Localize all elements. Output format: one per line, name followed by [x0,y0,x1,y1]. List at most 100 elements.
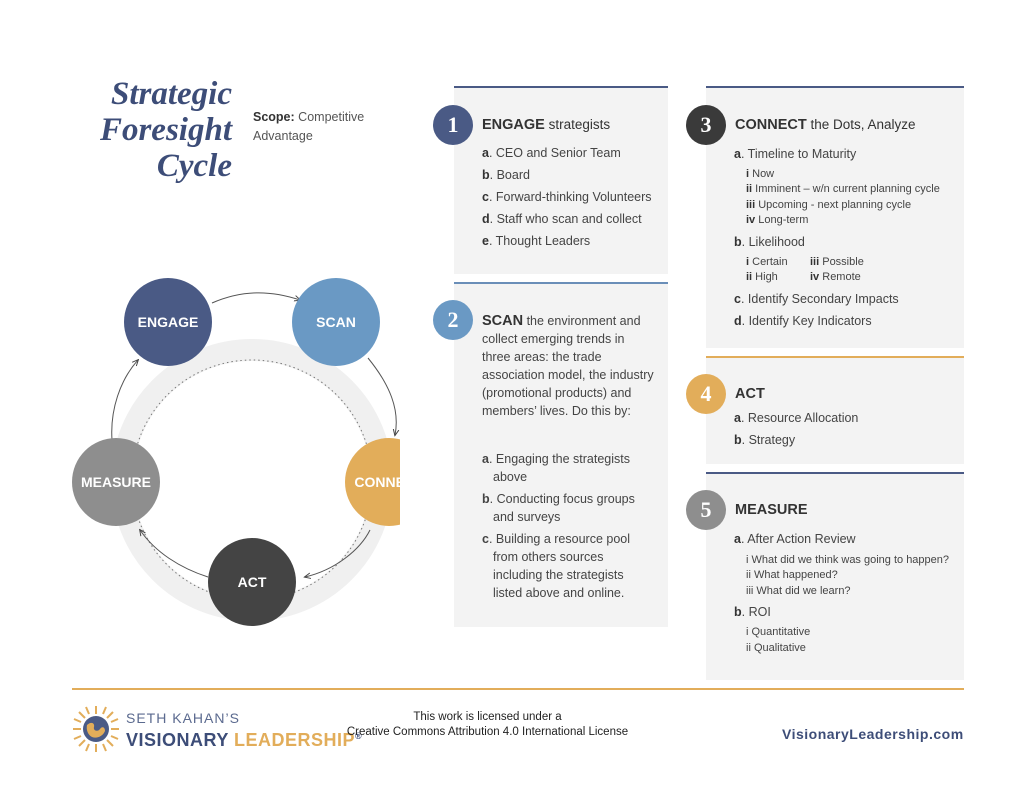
license-line-2[interactable]: Creative Commons Attribution 4.0 Interna… [346,726,629,738]
step-3-item-c: c. Identify Secondary Impacts [734,290,899,308]
logo-leadership: LEADERSHIP [234,730,356,750]
panel-engage [454,86,668,274]
panel-measure [706,472,964,680]
item-text: . Conducting focus groups and surveys [489,492,635,524]
step-1-heading-bold: ENGAGE [482,117,545,133]
item-letter: b [734,433,742,447]
item-text: . Resource Allocation [740,411,859,425]
panel-scan [454,282,668,627]
website-link[interactable]: VisionaryLeadership.com [782,726,964,742]
arrow-measure-engage [111,360,138,441]
step-2-heading: SCAN the environment and collect emergin… [482,312,654,420]
step-4-heading: ACT [735,386,765,402]
item-text: . CEO and Senior Team [488,146,621,160]
step-3-b-sub-1: i Certain [746,254,788,270]
connect-label: CONNECT [354,474,400,490]
step-1-item-e: e. Thought Leaders [482,232,590,250]
act-label: ACT [238,574,267,590]
cycle-node-measure: MEASURE [72,438,160,526]
sub-text: Imminent – w/n current planning cycle [752,183,940,195]
cycle-node-engage: ENGAGE [124,278,212,366]
logo-small-text: SETH KAHAN’S [126,710,240,726]
title-line-2: Foresight [99,112,232,148]
scan-label: SCAN [316,314,356,330]
item-letter: a [734,147,741,161]
step-3-item-d: d. Identify Key Indicators [734,312,872,330]
item-letter: a [734,411,741,425]
item-letter: b [734,605,742,619]
step-4-badge: 4 [686,374,726,414]
sub-text: Now [749,168,775,180]
step-5-a-sub-3: iii What did we learn? [746,585,851,597]
cycle-diagram: ENGAGE SCAN CONNECT ACT MEASURE [72,278,400,626]
step-5-b-sub-1: i Quantitative [746,626,811,638]
sub-num: iii [810,256,820,268]
step-3-a-sub-1: i Now [746,166,774,182]
step-5-a-sub-2: ii What happened? [746,569,838,581]
step-3-heading-bold: CONNECT [735,117,807,133]
step-2-item-c: c. Building a resource pool from others … [482,530,652,602]
step-1-badge: 1 [433,105,473,145]
arrow-scan-connect [367,357,396,435]
act-circle [208,538,296,626]
arrow-act-measure [140,530,209,578]
step-1-heading-rest: strategists [544,117,611,132]
item-text: . Likelihood [741,235,805,249]
item-letter: c [482,190,489,204]
cycle-node-scan: SCAN [292,278,380,366]
step-3-a-sub-4: iv Long-term [746,212,808,228]
sub-num: iv [810,271,820,283]
step-5-heading: MEASURE [735,502,808,518]
step-2-item-a: a. Engaging the strategists above [482,450,652,486]
step-1-heading: ENGAGE strategists [482,117,610,133]
step-2-badge: 2 [433,300,473,340]
measure-circle [72,438,160,526]
logo-wordmark: SETH KAHAN’S VISIONARY LEADERSHIP® [126,709,362,749]
step-3-heading-rest: the Dots, Analyze [806,117,916,132]
step-1-item-b: b. Board [482,166,530,184]
item-letter: c [734,292,741,306]
step-5-b-sub-2: ii Qualitative [746,642,806,654]
item-letter: d [734,314,742,328]
step-1-header: 1 ENGAGE strategists [433,105,610,145]
step-1-item-a: a. CEO and Senior Team [482,144,621,162]
arrow-engage-scan [211,292,300,304]
step-5-heading-bold: MEASURE [735,502,808,518]
step-3-b-sub-4: iv Remote [810,269,861,285]
step-5-item-b: b. ROI [734,603,771,621]
panel-act [706,356,964,464]
license-text: This work is licensed under a Creative C… [340,710,635,740]
step-2-heading-bold: SCAN [482,313,524,329]
title-line-1: Strategic [111,76,232,112]
logo-registered: ® [355,731,363,741]
step-3-a-sub-2: ii Imminent – w/n current planning cycle [746,181,940,197]
step-3-badge: 3 [686,105,726,145]
item-text: . After Action Review [740,532,856,546]
item-text: . Timeline to Maturity [740,147,857,161]
item-text: . Strategy [741,433,796,447]
step-2-item-b: b. Conducting focus groups and surveys [482,490,652,526]
step-3-a-sub-3: iii Upcoming - next planning cycle [746,197,911,213]
step-5-item-a: a. After Action Review [734,530,856,548]
item-text: . Thought Leaders [488,234,591,248]
step-5-header: 5 MEASURE [686,490,808,530]
item-text: . Board [489,168,530,182]
scan-circle [292,278,380,366]
step-3-b-sub-2: ii High [746,269,778,285]
step-4-header: 4 ACT [686,374,765,414]
item-letter: c [482,532,489,546]
connect-circle [345,438,400,526]
item-text: . Identify Secondary Impacts [740,292,899,306]
item-letter: d [482,212,490,226]
item-letter: a [482,452,489,466]
sub-num: i [746,256,750,268]
item-letter: b [734,235,742,249]
step-5-badge: 5 [686,490,726,530]
sub-text: Long-term [755,214,809,226]
footer-divider [72,688,964,690]
item-letter: b [482,168,490,182]
item-letter: a [734,532,741,546]
engage-label: ENGAGE [138,314,199,330]
step-3-item-a: a. Timeline to Maturity [734,145,856,163]
item-text: . Forward-thinking Volunteers [488,190,652,204]
